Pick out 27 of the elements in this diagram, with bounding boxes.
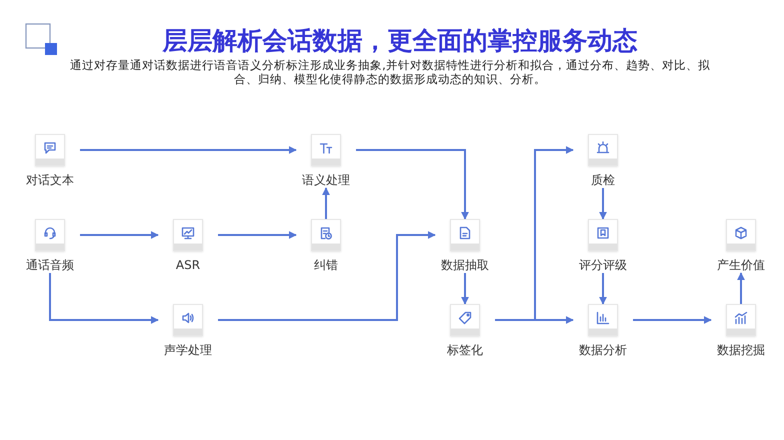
node-label: 标签化 bbox=[446, 343, 484, 357]
arrow bbox=[80, 146, 297, 154]
arrow bbox=[80, 231, 159, 239]
node-label: 数据分析 bbox=[578, 343, 628, 357]
node-label: 质检 bbox=[590, 173, 616, 187]
node-label: 通话音频 bbox=[25, 258, 75, 272]
description-text: 通过对存量通对话数据进行语音语义分析标注形成业务抽象,并针对数据特性进行分析和拟合，通过分布、趋势、对比、拟合、归纳、模型化使得静态的数据形成动态的知识、分析。 bbox=[69, 58, 711, 86]
node-label: 数据抽取 bbox=[440, 258, 490, 272]
node-label: 对话文本 bbox=[25, 173, 75, 187]
node-label: 纠错 bbox=[313, 258, 339, 272]
node-label: 数据挖掘 bbox=[716, 343, 766, 357]
arrow bbox=[218, 231, 436, 321]
node-label: 评分评级 bbox=[578, 258, 628, 272]
arrow bbox=[218, 231, 297, 239]
arrow bbox=[599, 273, 607, 305]
node-label: 语义处理 bbox=[301, 173, 351, 187]
arrow bbox=[599, 188, 607, 220]
node-label: 声学处理 bbox=[163, 343, 213, 357]
arrow bbox=[322, 187, 330, 219]
arrow bbox=[461, 273, 469, 305]
arrow bbox=[49, 273, 159, 324]
arrow bbox=[633, 316, 712, 324]
arrow bbox=[737, 272, 745, 304]
node-label: ASR bbox=[174, 258, 202, 272]
node-label: 产生价值 bbox=[716, 258, 766, 272]
title: 层层解析会话数据，更全面的掌控服务动态 bbox=[161, 25, 638, 57]
arrow bbox=[356, 149, 469, 220]
